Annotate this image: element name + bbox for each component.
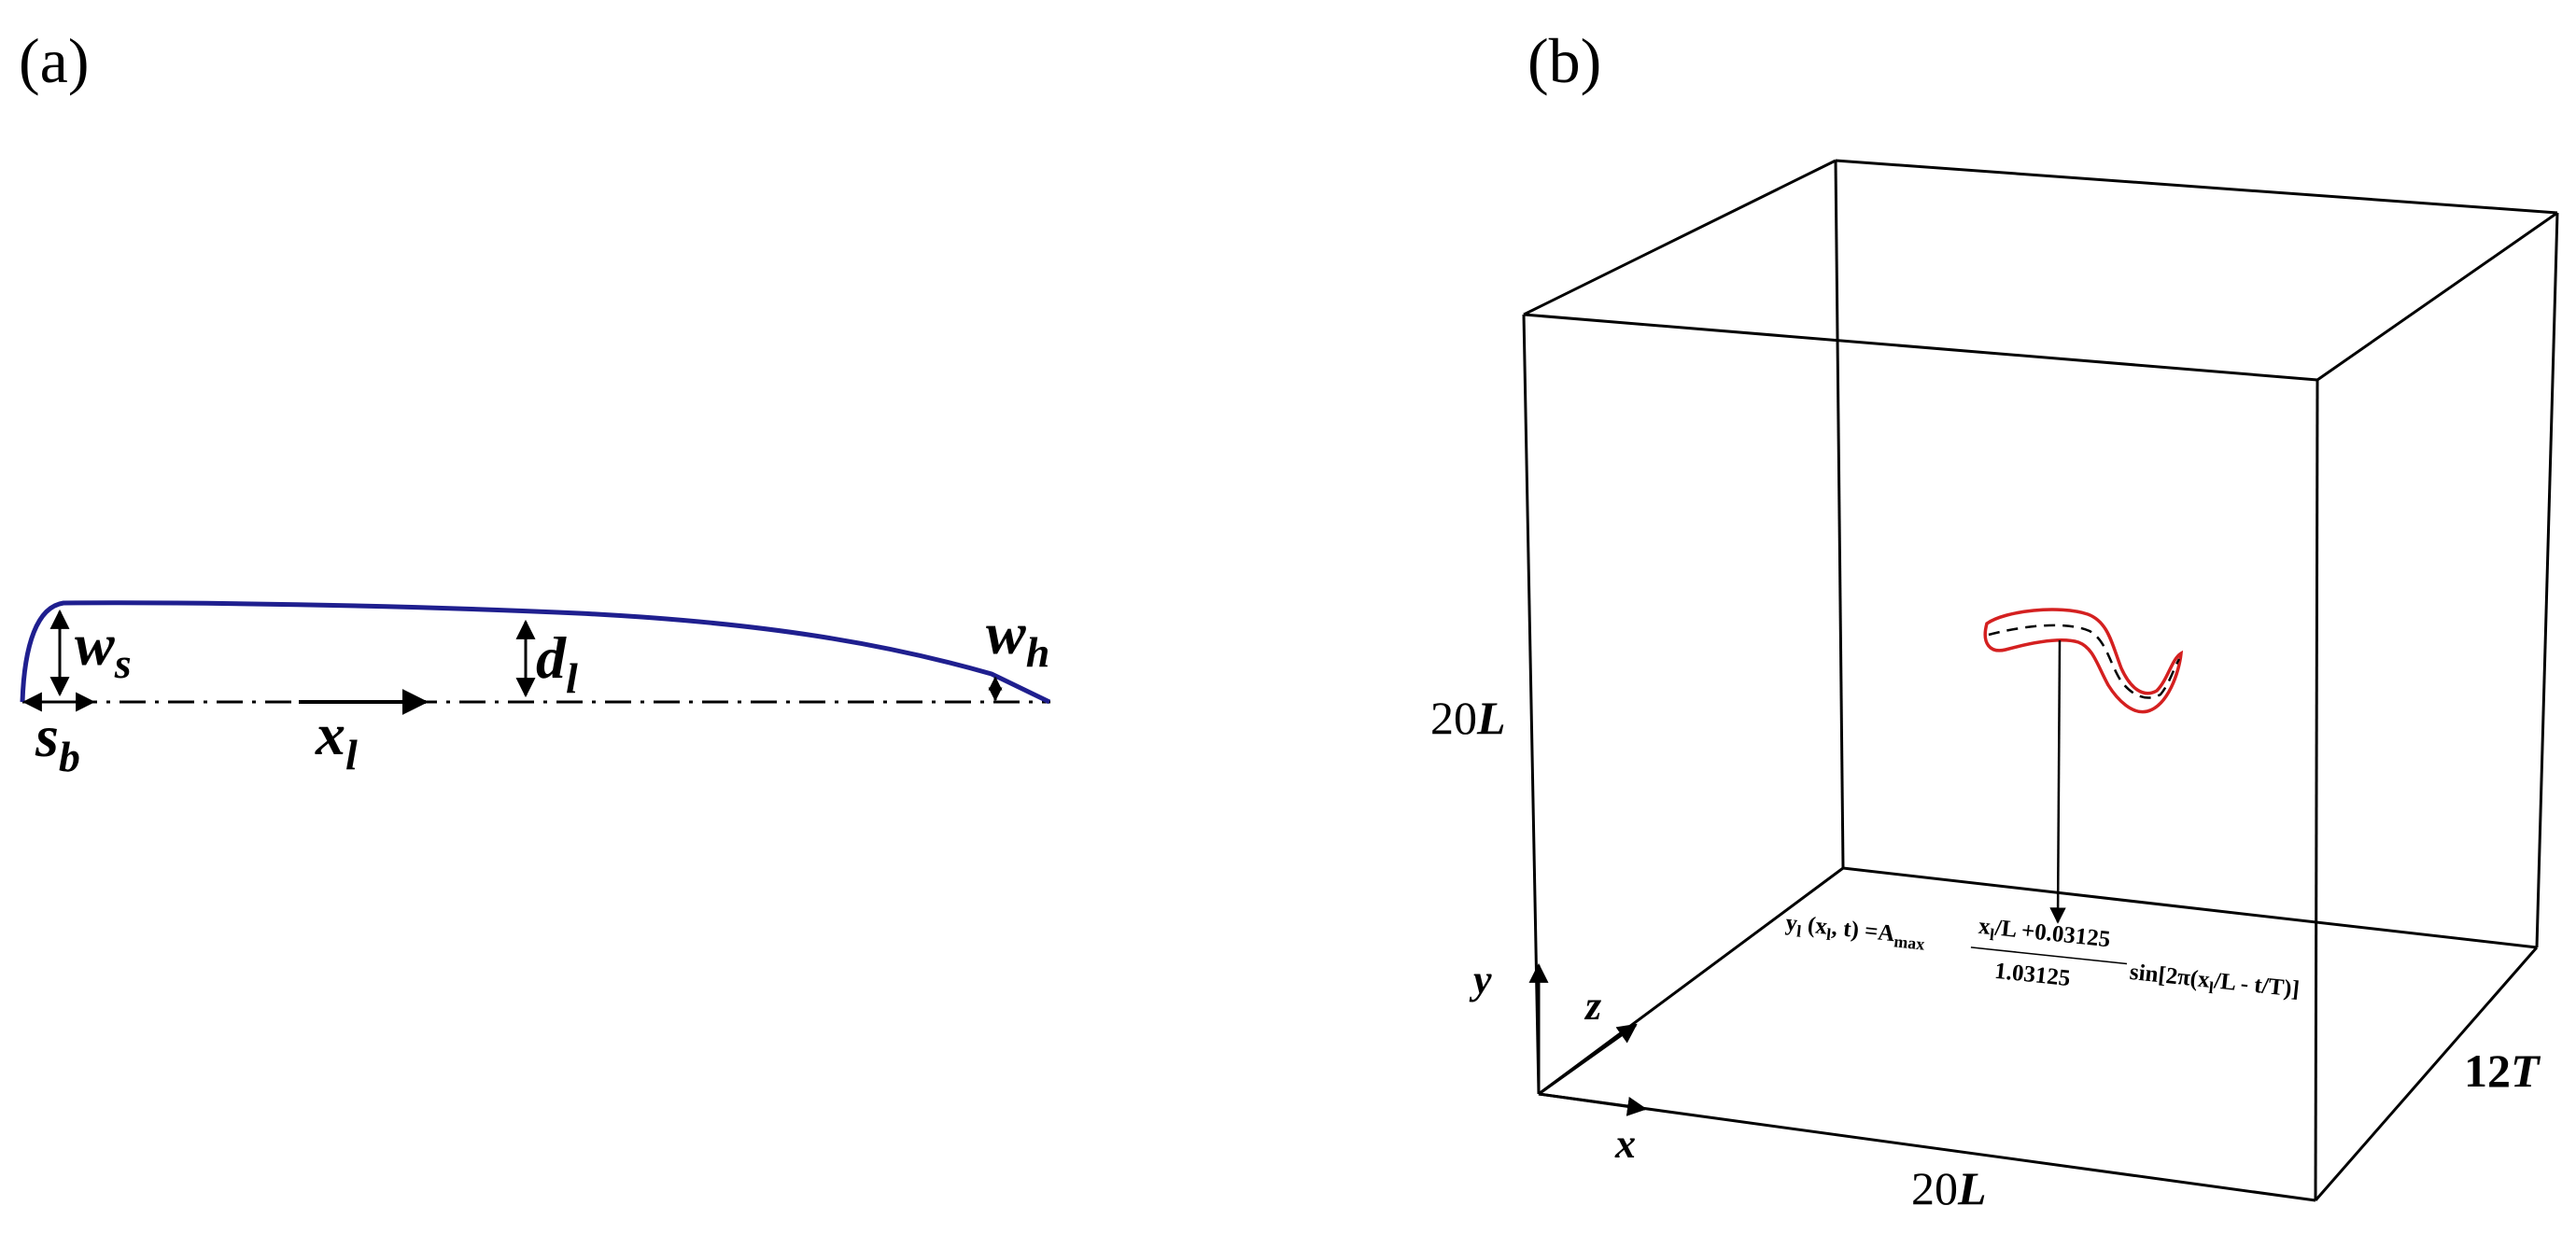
equation-fraction-bar bbox=[1970, 947, 2128, 965]
height-dimension-label: 20L bbox=[1430, 692, 1506, 744]
panel-a-label: (a) bbox=[19, 25, 89, 96]
body-outline bbox=[20, 600, 1051, 705]
fish-midline bbox=[1988, 624, 2181, 699]
equation-lhs: yl (xl, t) =Amax bbox=[1784, 910, 1927, 954]
x-axis-label: x bbox=[1614, 1121, 1636, 1167]
domain-box bbox=[1522, 159, 2559, 1202]
panel-a: (a) ws sb xl dl wh bbox=[19, 25, 1051, 780]
z-axis-arrow bbox=[1538, 1023, 1638, 1096]
equation-sine-term: sin[2π(xl/L - t/T)] bbox=[2128, 960, 2301, 1006]
width-dimension-label: 20L bbox=[1911, 1162, 1987, 1214]
wh-label: wh bbox=[986, 600, 1049, 676]
sb-label: sb bbox=[35, 703, 80, 780]
xl-label: xl bbox=[315, 701, 358, 778]
ws-label: ws bbox=[75, 611, 132, 687]
equation-pointer-arrow bbox=[2049, 639, 2066, 924]
equation-denominator: 1.03125 bbox=[1993, 959, 2072, 991]
dl-label: dl bbox=[536, 624, 578, 702]
fish-body bbox=[1983, 608, 2184, 714]
y-axis-label: y bbox=[1469, 957, 1492, 1003]
x-axis-arrow bbox=[1538, 1092, 1648, 1116]
panel-b-label: (b) bbox=[1527, 25, 1601, 96]
depth-dimension-label: 12T bbox=[2464, 1045, 2541, 1097]
fish-outline bbox=[1983, 608, 2184, 714]
panel-b: (b) 20L 20L 12T y x z bbox=[1430, 25, 2559, 1214]
z-axis-label: z bbox=[1584, 983, 1601, 1029]
